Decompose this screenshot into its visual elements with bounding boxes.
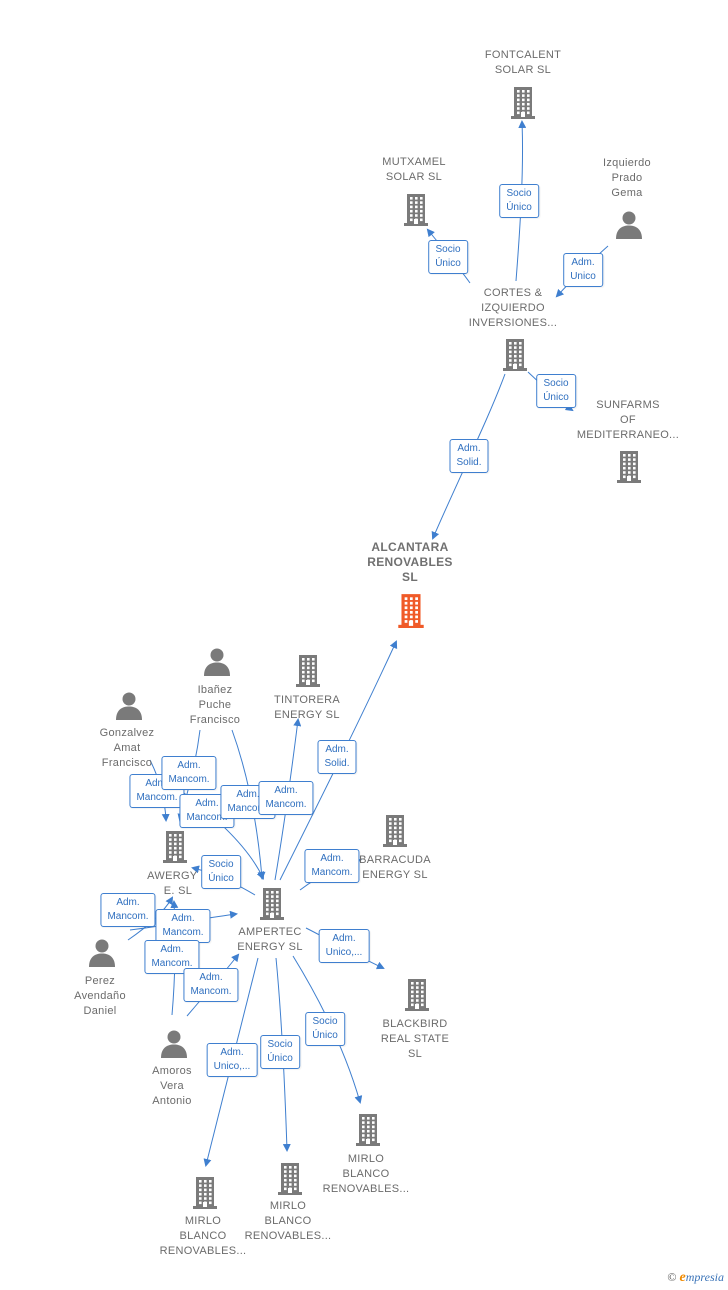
node-label: SUNFARMS OF MEDITERRANEO... (576, 399, 680, 441)
building-icon[interactable] (160, 829, 190, 868)
node-label: AMPERTEC ENERGY SL (237, 926, 303, 953)
building-icon[interactable] (190, 1175, 220, 1214)
node-mirlo1[interactable]: MIRLO BLANCO RENOVABLES... (143, 1214, 263, 1259)
node-sunfarms[interactable]: SUNFARMS OF MEDITERRANEO... (568, 398, 688, 443)
node-fontcalent[interactable]: FONTCALENT SOLAR SL (463, 48, 583, 78)
node-label: Gonzalvez Amat Francisco (99, 727, 155, 769)
person-icon[interactable] (87, 937, 117, 972)
edge-label-ampertec-awergy[interactable]: Socio Único (201, 855, 241, 889)
edge-label-perez-awergy[interactable]: Adm. Mancom. (100, 893, 156, 927)
edge-label-ampertec-mirlo3[interactable]: Socio Único (305, 1012, 345, 1046)
edge-label-cortes-fontcalent[interactable]: Socio Único (499, 184, 539, 218)
person-icon[interactable] (159, 1028, 189, 1063)
node-label: MIRLO BLANCO RENOVABLES... (159, 1215, 247, 1257)
node-label: ALCANTARA RENOVABLES SL (367, 540, 453, 584)
node-gonzalvez[interactable]: Gonzalvez Amat Francisco (67, 726, 187, 771)
edges-layer (127, 120, 609, 1167)
node-ibanez[interactable]: Ibañez Puche Francisco (155, 683, 275, 728)
building-icon[interactable] (402, 977, 432, 1016)
edge-label-cortes-sunfarms[interactable]: Socio Único (536, 374, 576, 408)
node-mirlo2[interactable]: MIRLO BLANCO RENOVABLES... (228, 1199, 348, 1244)
node-mirlo3[interactable]: MIRLO BLANCO RENOVABLES... (306, 1152, 426, 1197)
node-ampertec[interactable]: AMPERTEC ENERGY SL (210, 925, 330, 955)
node-label: MUTXAMEL SOLAR SL (382, 156, 446, 183)
node-perez[interactable]: Perez Avendaño Daniel (40, 974, 160, 1019)
node-tintorera[interactable]: TINTORERA ENERGY SL (247, 693, 367, 723)
node-mutxamel[interactable]: MUTXAMEL SOLAR SL (354, 155, 474, 185)
node-label: FONTCALENT SOLAR SL (484, 49, 562, 76)
building-icon[interactable] (257, 886, 287, 925)
edge-label-perez-ampertec[interactable]: Adm. Mancom. (155, 909, 211, 943)
edge-label-ampertec-alcantara[interactable]: Adm. Solid. (317, 740, 357, 774)
node-label: TINTORERA ENERGY SL (273, 694, 341, 721)
node-label: BARRACUDA ENERGY SL (359, 854, 431, 881)
edge-label-amoros-ampertec[interactable]: Adm. Mancom. (183, 968, 239, 1002)
node-label: Perez Avendaño Daniel (74, 975, 126, 1017)
node-amoros[interactable]: Amoros Vera Antonio (112, 1064, 232, 1109)
node-barracuda[interactable]: BARRACUDA ENERGY SL (335, 853, 455, 883)
node-izquierdo[interactable]: Izquierdo Prado Gema (567, 156, 687, 201)
node-label: Ibañez Puche Francisco (189, 684, 241, 726)
edge-label-izquierdo-cortes[interactable]: Adm. Unico (563, 253, 603, 287)
footer: © empresia (667, 1270, 724, 1286)
node-label: CORTES & IZQUIERDO INVERSIONES... (468, 287, 558, 329)
person-icon[interactable] (202, 646, 232, 681)
node-label: Izquierdo Prado Gema (603, 157, 651, 199)
edge-label-cortes-mutxamel[interactable]: Socio Único (428, 240, 468, 274)
edge-label-ampertec-barracuda[interactable]: Adm. Mancom. (304, 849, 360, 883)
edge-label-gonzalvez-ampertec[interactable]: Adm. Mancom. (258, 781, 314, 815)
building-icon[interactable] (401, 192, 431, 231)
building-icon[interactable] (614, 449, 644, 488)
edge-label-ampertec-blackbird[interactable]: Adm. Unico,... (318, 929, 370, 963)
node-label: MIRLO BLANCO RENOVABLES... (244, 1200, 332, 1242)
edge-label-ibanez-awergy[interactable]: Adm. Mancom. (161, 756, 217, 790)
person-icon[interactable] (614, 209, 644, 244)
building-icon[interactable] (275, 1161, 305, 1200)
copyright-symbol: © (667, 1270, 677, 1284)
node-label: BLACKBIRD REAL STATE SL (380, 1018, 450, 1060)
node-alcantara[interactable]: ALCANTARA RENOVABLES SL (350, 540, 470, 585)
node-label: MIRLO BLANCO RENOVABLES... (322, 1153, 410, 1195)
building-icon[interactable] (380, 813, 410, 852)
node-label: Amoros Vera Antonio (152, 1065, 192, 1107)
brand-logo[interactable]: empresia (679, 1270, 724, 1285)
building-focus-icon[interactable] (395, 592, 427, 633)
building-icon[interactable] (508, 85, 538, 124)
building-icon[interactable] (500, 337, 530, 376)
building-icon[interactable] (353, 1112, 383, 1151)
node-cortes[interactable]: CORTES & IZQUIERDO INVERSIONES... (453, 286, 573, 331)
person-icon[interactable] (114, 690, 144, 725)
building-icon[interactable] (293, 653, 323, 692)
edge-label-cortes-alcantara[interactable]: Adm. Solid. (449, 439, 489, 473)
node-blackbird[interactable]: BLACKBIRD REAL STATE SL (355, 1017, 475, 1062)
edge-label-ampertec-mirlo1[interactable]: Adm. Unico,... (206, 1043, 258, 1077)
edge-label-ampertec-mirlo2[interactable]: Socio Único (260, 1035, 300, 1069)
